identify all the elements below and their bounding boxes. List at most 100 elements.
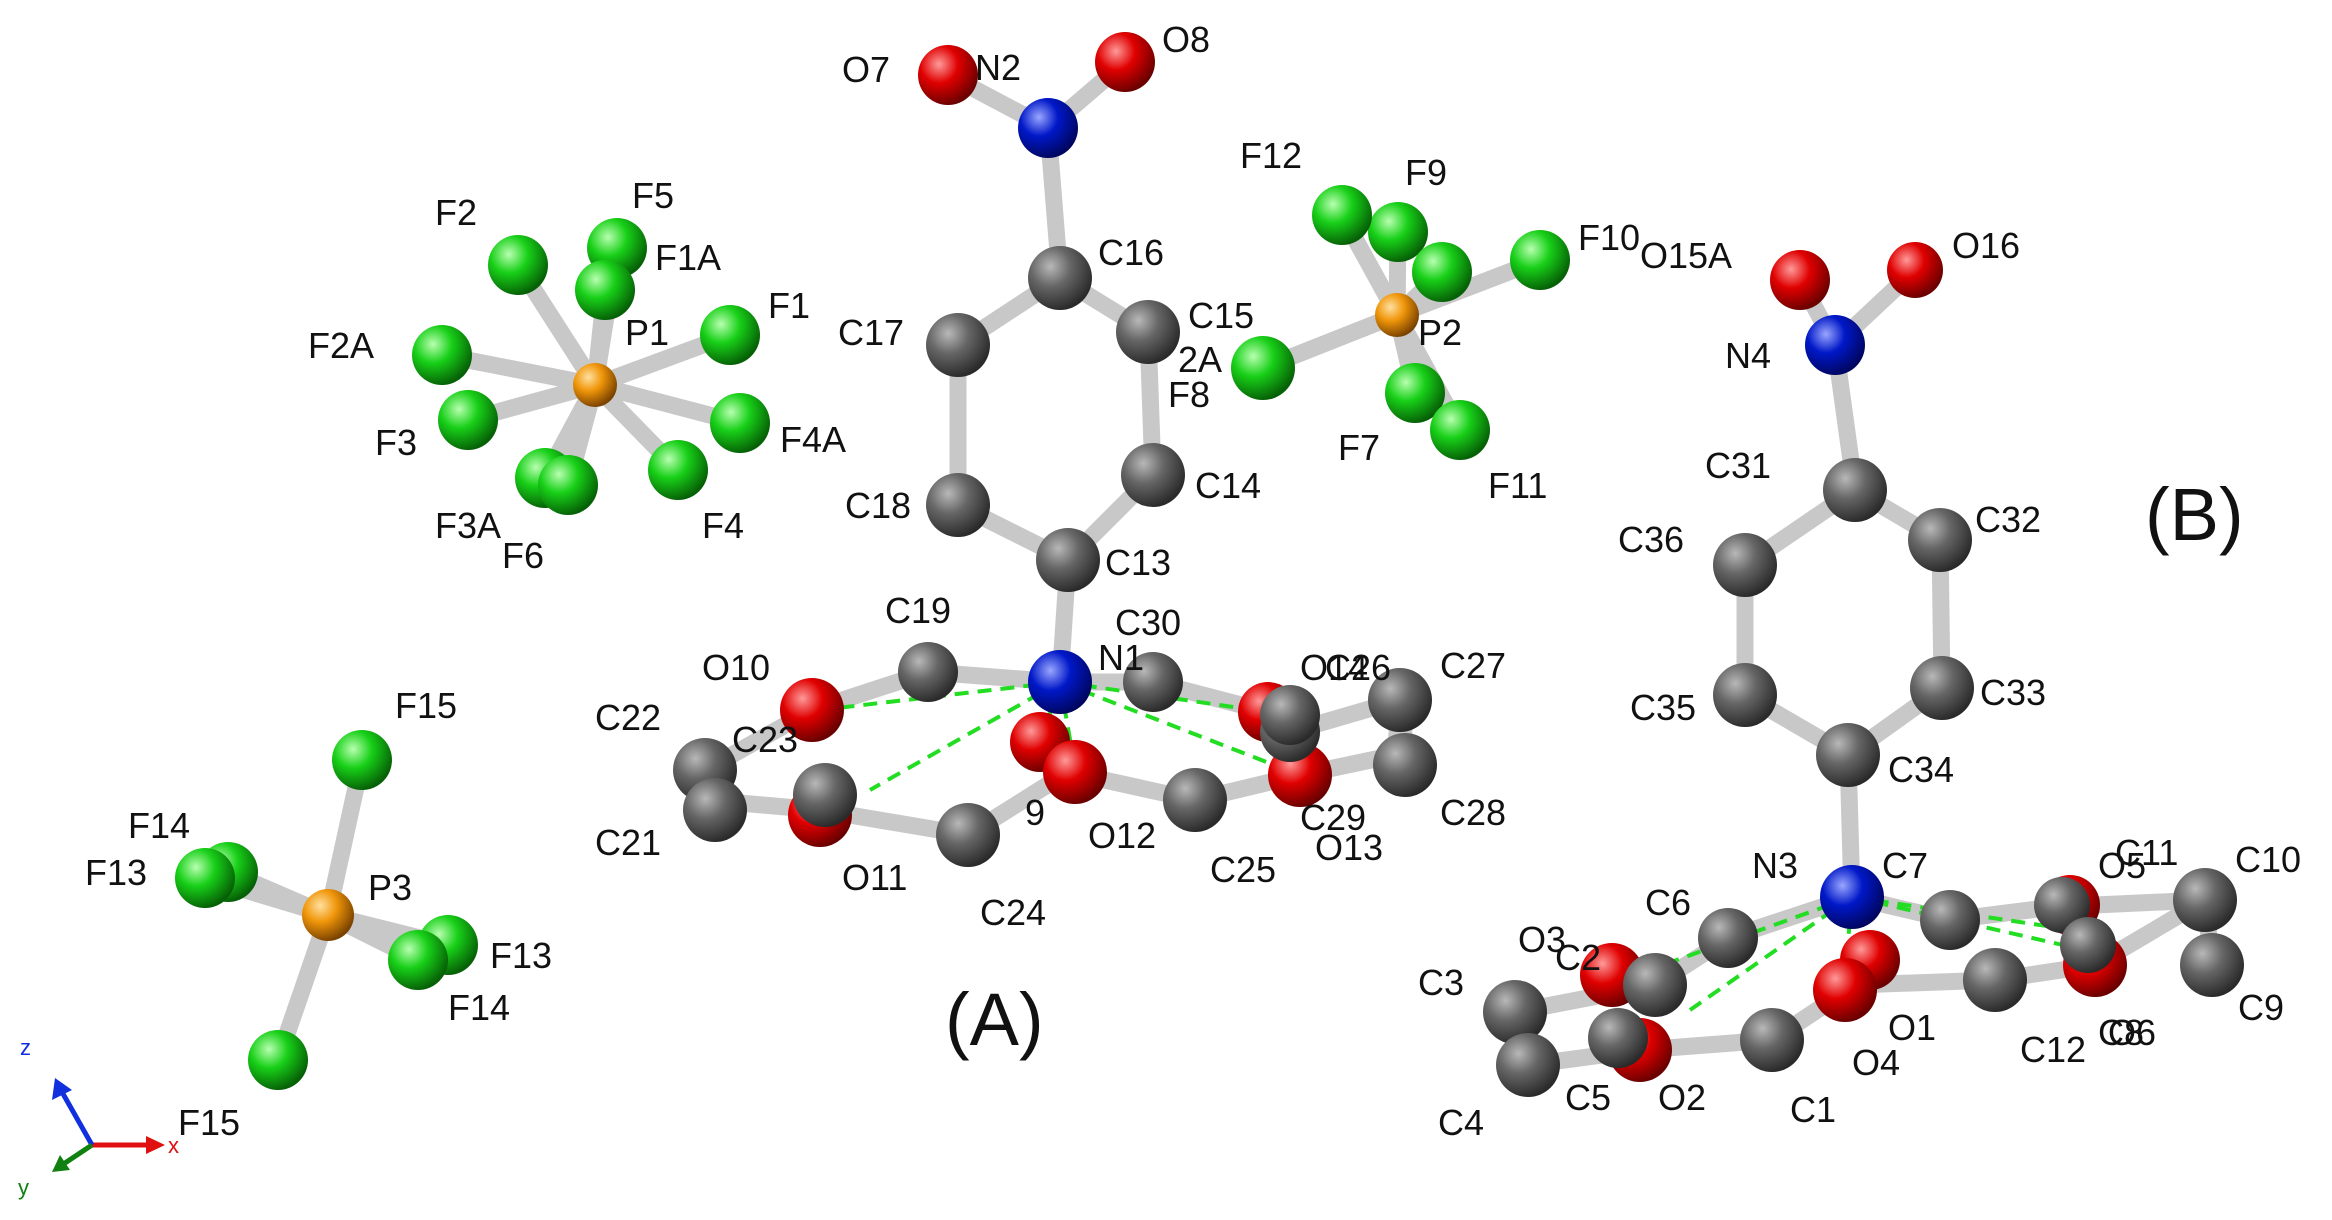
atom-c12	[1963, 948, 2027, 1012]
label-f15b: F15	[178, 1102, 240, 1143]
atom-o10	[780, 678, 844, 742]
atom-c1	[1740, 1008, 1804, 1072]
panel-label-b: (B)	[2145, 473, 2244, 556]
label-n2: N2	[975, 47, 1021, 88]
label-c22: C22	[595, 697, 661, 738]
axis-x-arrow	[146, 1136, 165, 1154]
label-o13: O13	[1315, 827, 1383, 868]
atom-c16	[1028, 246, 1092, 310]
label-f8: F8	[1168, 374, 1210, 415]
label-c30: C30	[1115, 602, 1181, 643]
label-o6: O6	[2108, 1012, 2156, 1053]
atom-f7	[1385, 363, 1445, 423]
label-f12: F12	[1240, 135, 1302, 176]
label-f13b: F13	[490, 935, 552, 976]
atom-c15	[1116, 300, 1180, 364]
label-c14: C14	[1195, 465, 1261, 506]
label-p2: P2	[1418, 312, 1462, 353]
label-n3: N3	[1752, 845, 1798, 886]
atom-labels-molecule-b: O15A O16 N4 C31 C32 C36 C33 C35 C34 N3 C…	[1418, 225, 2301, 1143]
atom-c35	[1713, 663, 1777, 727]
atom-c19	[898, 642, 958, 702]
atom-f9	[1368, 202, 1428, 262]
label-n1: N1	[1098, 637, 1144, 678]
atom-o15a	[1770, 250, 1830, 310]
label-c33: C33	[1980, 672, 2046, 713]
atom-c27	[1368, 668, 1432, 732]
atom-c36	[1713, 533, 1777, 597]
label-o2: O2	[1658, 1077, 1706, 1118]
label-c16: C16	[1098, 232, 1164, 273]
pf6-anion-p2	[1231, 185, 1570, 460]
label-f14b: F14	[448, 987, 510, 1028]
label-2a: 2A	[1178, 339, 1222, 380]
atom-n3	[1820, 865, 1884, 929]
axis-z-arrow	[52, 1078, 72, 1100]
atom-o7	[918, 45, 978, 105]
atom-c26	[1260, 685, 1320, 745]
label-c3: C3	[1418, 962, 1464, 1003]
label-c7: C7	[1882, 845, 1928, 886]
atom-f1	[700, 305, 760, 365]
atom-c25	[1163, 768, 1227, 832]
atom-f12	[1312, 185, 1372, 245]
atom-n1	[1028, 650, 1092, 714]
label-o14: O14	[1300, 647, 1368, 688]
atom-p3	[302, 889, 354, 941]
label-c35: C35	[1630, 687, 1696, 728]
label-c11: C11	[2115, 832, 2178, 873]
atom-f4	[648, 440, 708, 500]
label-o5: O5	[2098, 845, 2146, 886]
pf6-anion-p1	[412, 218, 770, 515]
atom-labels-anions: F12 F9 F10 P2 F7 F11 F2 F5 F1A F1 F2A P1…	[85, 135, 1640, 1143]
atom-f15	[332, 730, 392, 790]
label-f1: F1	[768, 285, 810, 326]
atom-f1a	[575, 260, 635, 320]
label-f13: F13	[85, 852, 147, 893]
atom-p2	[1375, 293, 1419, 337]
atom-c13	[1036, 528, 1100, 592]
atom-f14b	[388, 930, 448, 990]
atom-f8	[1231, 336, 1295, 400]
atom-c5	[1588, 1008, 1648, 1068]
label-f1a: F1A	[655, 237, 721, 278]
atom-c10	[2173, 868, 2237, 932]
atom-o8	[1095, 32, 1155, 92]
label-f6: F6	[502, 535, 544, 576]
label-c6: C6	[1645, 882, 1691, 923]
atom-f-hidden	[1412, 242, 1472, 302]
label-o12: O12	[1088, 815, 1156, 856]
label-f10: F10	[1578, 217, 1640, 258]
label-f9: F9	[1405, 152, 1447, 193]
label-o1: O1	[1888, 1007, 1936, 1048]
atom-o4	[1813, 958, 1877, 1022]
atom-n4	[1805, 315, 1865, 375]
label-f14: F14	[128, 805, 190, 846]
atom-c3	[1483, 980, 1547, 1044]
atom-o12	[1043, 740, 1107, 804]
label-f15: F15	[395, 685, 457, 726]
axis-z-label: z	[20, 1035, 31, 1060]
atom-c8	[2060, 917, 2116, 973]
label-c1: C1	[1790, 1089, 1836, 1130]
atom-c6	[1698, 908, 1758, 968]
axis-triad: z x y	[18, 1035, 179, 1200]
label-c2: C2	[1555, 937, 1601, 978]
atom-c24	[936, 803, 1000, 867]
label-c26: C26	[1325, 647, 1391, 688]
label-c24: C24	[980, 892, 1046, 933]
label-c10: C10	[2235, 839, 2301, 880]
atom-c18	[926, 473, 990, 537]
label-c19: C19	[885, 590, 951, 631]
label-c25: C25	[1210, 849, 1276, 890]
label-f4: F4	[702, 505, 744, 546]
axis-x-label: x	[168, 1133, 179, 1158]
label-o8: O8	[1162, 19, 1210, 60]
atom-f11	[1430, 400, 1490, 460]
label-c12: C12	[2020, 1029, 2086, 1070]
label-c28: C28	[1440, 792, 1506, 833]
label-f3: F3	[375, 422, 417, 463]
atom-f4a	[710, 393, 770, 453]
label-o15a: O15A	[1640, 235, 1732, 276]
label-c9: C9	[2238, 987, 2284, 1028]
